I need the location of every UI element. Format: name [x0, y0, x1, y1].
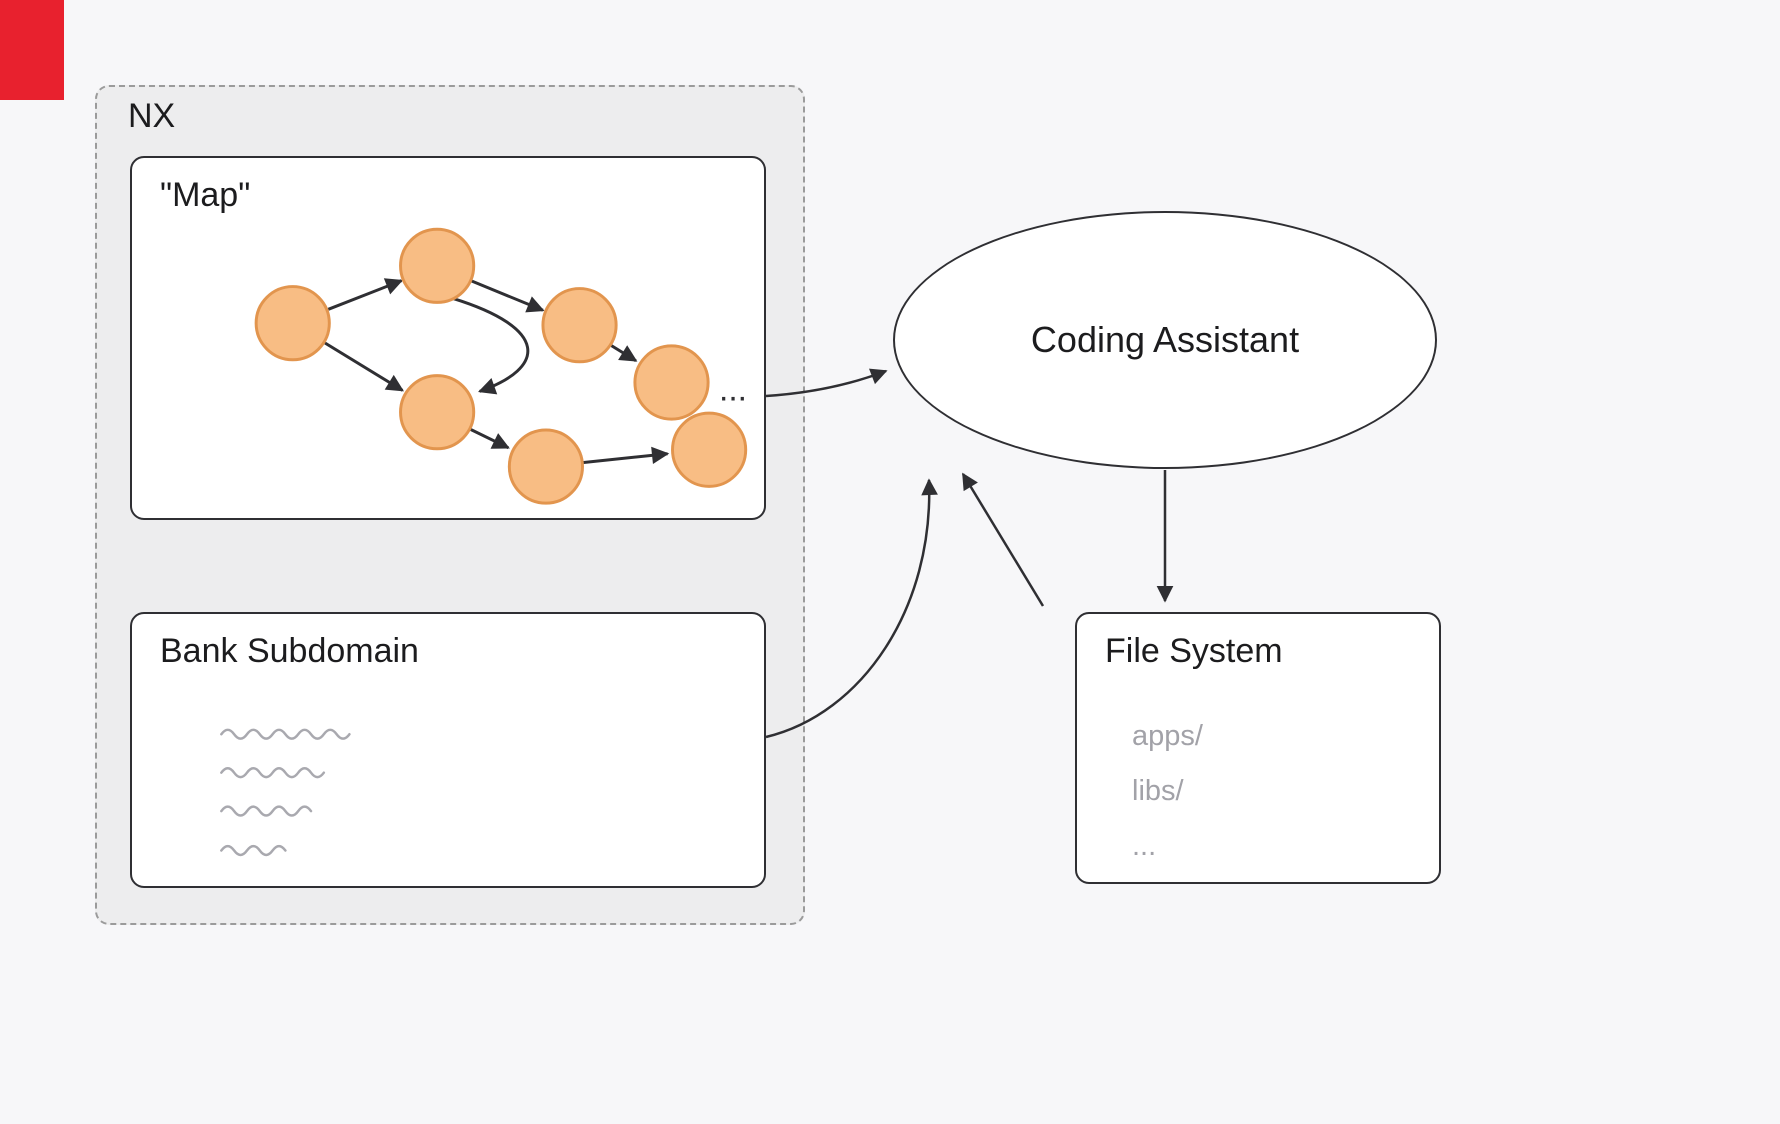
red-corner-bar	[0, 0, 64, 100]
graph-edges	[322, 278, 670, 465]
file-system-label: File System	[1105, 632, 1283, 670]
map-label: "Map"	[160, 176, 251, 214]
bank-subdomain-panel: Bank Subdomain	[130, 612, 766, 888]
graph-node	[254, 285, 331, 362]
coding-assistant-node: Coding Assistant	[893, 211, 1437, 469]
squiggle-line	[220, 844, 287, 857]
map-panel: ... "Map"	[130, 156, 766, 520]
graph-node	[541, 287, 618, 364]
graph-node	[633, 344, 710, 421]
graph-node	[399, 227, 476, 304]
graph-node	[671, 411, 748, 488]
graph-node	[507, 428, 584, 505]
graph-nodes	[254, 227, 748, 505]
file-system-entry: apps/	[1132, 720, 1203, 752]
graph-ellipsis: ...	[719, 371, 747, 408]
coding-assistant-label: Coding Assistant	[1030, 319, 1300, 360]
graph-edge	[609, 343, 638, 363]
graph-edge	[327, 278, 404, 311]
file-system-panel: File System apps/ libs/ ...	[1075, 612, 1441, 884]
graph-edge-curved	[452, 297, 530, 395]
dependency-graph: ...	[254, 227, 748, 505]
graph-edge	[469, 427, 510, 450]
graph-edge	[470, 279, 545, 313]
nx-label: NX	[128, 97, 176, 135]
squiggle-line	[220, 805, 313, 817]
graph-edge	[582, 446, 670, 465]
squiggle-line	[220, 767, 326, 779]
arrow-filesystem-to-assistant	[961, 472, 1045, 607]
graph-node	[399, 374, 476, 451]
file-system-entry: libs/	[1132, 775, 1184, 807]
squiggle-text-placeholder	[220, 728, 351, 857]
file-system-entry: ...	[1132, 830, 1157, 862]
file-system-entries: apps/ libs/ ...	[1132, 709, 1203, 874]
graph-edge	[322, 340, 404, 392]
squiggle-line	[220, 728, 351, 740]
bank-subdomain-label: Bank Subdomain	[160, 632, 419, 670]
